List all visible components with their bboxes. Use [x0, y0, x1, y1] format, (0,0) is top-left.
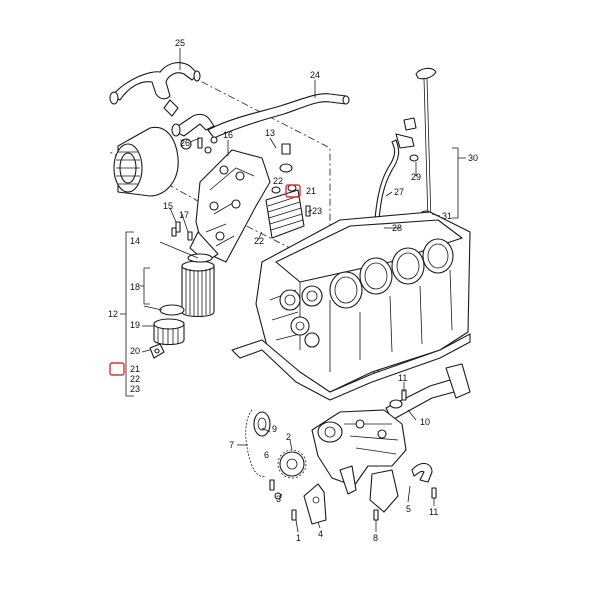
callout-9: 9: [272, 424, 277, 434]
alternator: [113, 126, 192, 197]
highlight-box-top: [285, 184, 301, 198]
callout-4: 4: [318, 529, 323, 539]
callout-15: 15: [163, 201, 173, 211]
leader-lines: [120, 48, 466, 533]
callout-14: 14: [130, 236, 140, 246]
callout-22: 22: [130, 374, 140, 384]
callout-13: 13: [265, 128, 275, 138]
callout-8: 8: [373, 533, 378, 543]
callout-25: 25: [175, 38, 185, 48]
drive-chain: [245, 409, 267, 477]
hose-26: [171, 113, 215, 137]
callout-2: 2: [286, 432, 291, 442]
coolant-hose: [109, 62, 201, 117]
callout-23: 23: [130, 384, 140, 394]
oil-pan-rail: [231, 333, 471, 401]
callout-27: 27: [394, 187, 404, 197]
oil-return-pipe: [385, 363, 471, 421]
assembly-boundary: [109, 67, 331, 249]
pickup-tube: [411, 462, 433, 483]
callout-24: 24: [310, 70, 320, 80]
callout-29: 29: [411, 172, 421, 182]
callout-20: 20: [130, 346, 140, 356]
callout-19: 19: [130, 320, 140, 330]
highlight-box-left: [109, 362, 125, 376]
coolant-pipe: [207, 93, 350, 139]
bolts: [171, 137, 437, 521]
callout-21: 21: [130, 364, 140, 374]
sprocket-small: [253, 411, 271, 437]
oil-cooler: [265, 189, 305, 239]
callout-11: 11: [398, 373, 407, 383]
callout-17: 17: [179, 210, 189, 220]
callout-26: 26: [180, 138, 190, 148]
drain-plug: [149, 343, 165, 359]
oil-filter-housing: [189, 149, 271, 263]
filter-seal-ring: [159, 304, 185, 316]
oil-pump: [311, 409, 407, 513]
callout-22: 22: [273, 176, 283, 186]
oil-filter-cartridge: [181, 253, 215, 318]
callout-3: 3: [276, 494, 281, 504]
callout-1: 1: [296, 533, 301, 543]
callout-18: 18: [130, 282, 140, 292]
callout-6: 6: [264, 450, 269, 460]
callout-12: 12: [108, 309, 118, 319]
filter-cap: [153, 318, 185, 346]
callout-10: 10: [420, 417, 430, 427]
callout-30: 30: [468, 153, 478, 163]
chain-tensioner: [303, 483, 327, 525]
callout-31: 31: [442, 211, 452, 221]
callout-23: 23: [312, 206, 322, 216]
callout-22: 22: [254, 236, 264, 246]
dipstick-bracket: [403, 117, 417, 131]
callout-5: 5: [406, 504, 411, 514]
callout-7: 7: [229, 440, 234, 450]
callout-21: 21: [306, 186, 316, 196]
callout-11: 11: [429, 507, 438, 517]
engine-block: [255, 211, 471, 393]
callout-28: 28: [392, 223, 402, 233]
sprocket-large: [277, 449, 307, 479]
callout-labels: 25 24 26 16 13 22 21 15 17 23 22 14 18 1…: [108, 38, 478, 543]
callout-16: 16: [223, 130, 233, 140]
